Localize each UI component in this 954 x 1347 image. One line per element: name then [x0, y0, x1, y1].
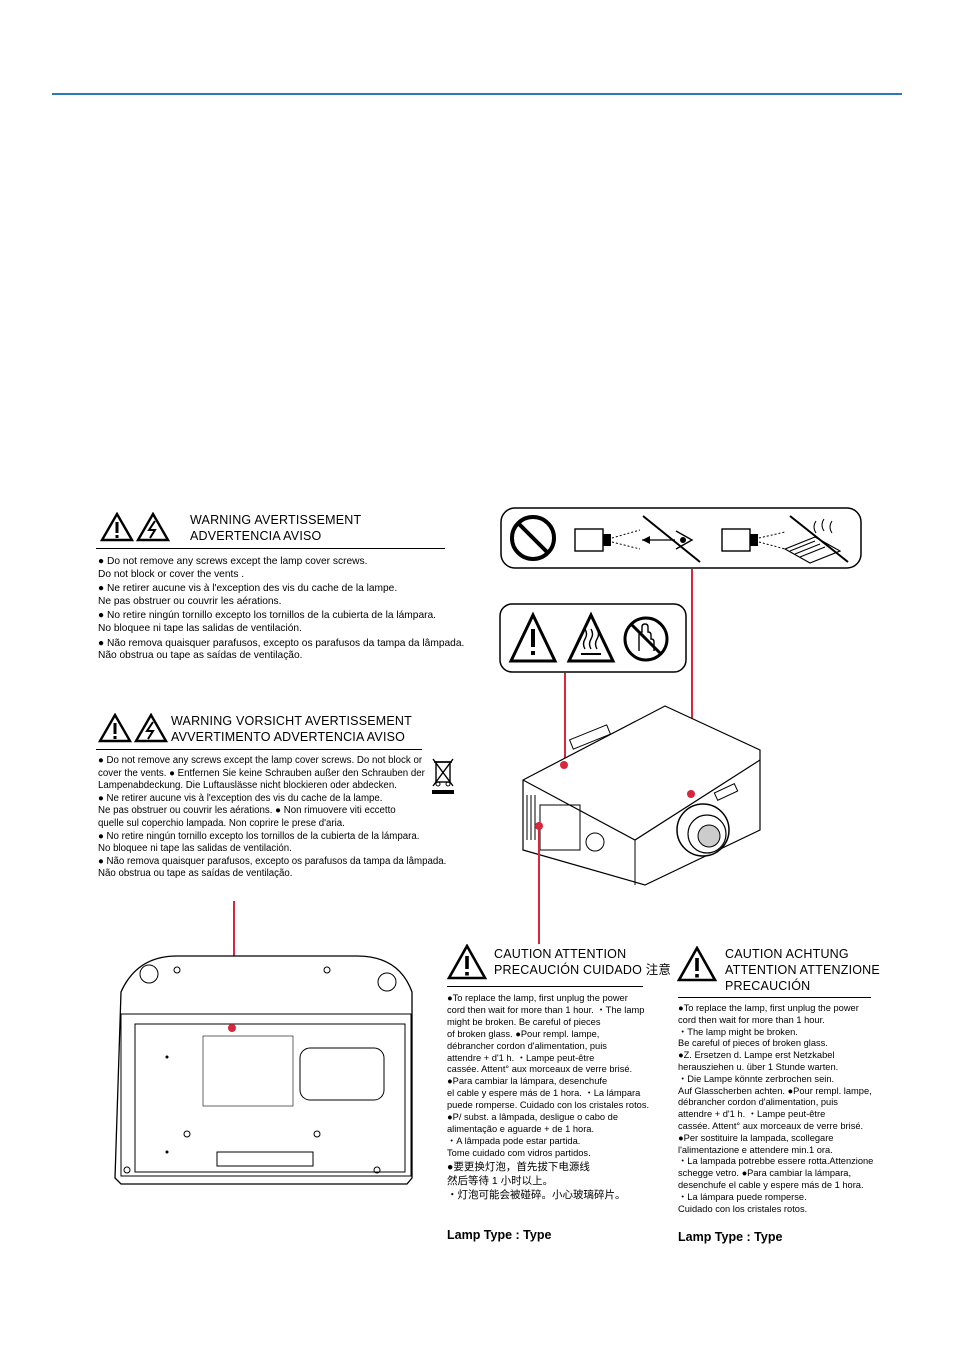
text-line: Ne pas obstruer ou couvrir les aérations… [98, 805, 396, 817]
lamp-type-label: Lamp Type : Type [447, 1228, 552, 1242]
label-1-heading: WARNING AVERTISSEMENT ADVERTENCIA AVISO [190, 512, 361, 544]
text-line: ● Do not remove any screws except the la… [98, 755, 423, 766]
leader-line [691, 569, 693, 795]
heading-line: WARNING VORSICHT AVERTISSEMENT [171, 714, 412, 728]
projector-bottom-view [107, 952, 422, 1192]
prohibition-signs-panel [500, 507, 862, 569]
text-line: cover the vents. ● Entfernen Sie keine S… [98, 767, 425, 779]
text-line: l'alimentazione e attendere min.1 ora. [678, 1144, 833, 1155]
label-4-heading: CAUTION ACHTUNG ATTENTION ATTENZIONE PRE… [725, 946, 880, 994]
electric-shock-icon [134, 713, 168, 743]
no-look-into-lens-icon [574, 515, 701, 563]
text-line: ● Ne retirer aucune vis à l'exception de… [98, 583, 398, 595]
hot-surface-panel [499, 603, 687, 673]
text-line: ●要更换灯泡，首先拔下电源线 [447, 1160, 590, 1173]
heading-line: ADVERTENCIA AVISO [190, 529, 322, 543]
heading-line: CAUTION ATTENTION [494, 947, 627, 961]
text-line: desenchufe el cable y espere más de 1 ho… [678, 1179, 864, 1190]
lamp-type-label: Lamp Type : Type [678, 1230, 783, 1244]
weee-bin-icon [430, 756, 456, 796]
divider [96, 749, 422, 750]
text-line: Ne pas obstruer ou couvrir les aérations… [98, 595, 282, 607]
no-touch-icon [623, 616, 669, 662]
heading-line: WARNING AVERTISSEMENT [190, 513, 362, 527]
text-line: Auf Glasscherben achten. ●Pour rempl. la… [678, 1085, 872, 1096]
text-line: puede romperse. Cuidado con los cristale… [447, 1100, 650, 1111]
label-3-text: ●To replace the lamp, first unplug the p… [447, 993, 649, 1202]
text-line: attendre + d'1 h. ・Lampe peut-être [447, 1052, 595, 1063]
text-line: el cable y espere más de 1 hora. ・La lám… [447, 1088, 641, 1099]
text-line: cord then wait for more than 1 hour. [678, 1014, 825, 1025]
text-line: débrancher cordon d'alimentation, puis [447, 1040, 607, 1051]
text-line: herausziehen u. über 1 Stunde warten. [678, 1061, 839, 1072]
heading-line: PRECAUCIÓN [725, 979, 811, 993]
warning-triangle-icon [447, 944, 487, 980]
leader-line [564, 673, 566, 765]
label-2-heading: WARNING VORSICHT AVERTISSEMENT AVVERTIME… [171, 713, 412, 745]
no-symbol-icon [510, 515, 556, 561]
text-line: Não obstrua ou tape as saídas de ventila… [98, 650, 303, 662]
text-line: Cuidado con los cristales rotos. [678, 1203, 808, 1214]
text-line: ● No retire ningún tornillo excepto los … [98, 830, 420, 842]
text-line: might be broken. Be careful of pieces [447, 1016, 601, 1027]
warning-triangle-icon [508, 611, 558, 663]
text-line: ●To replace the lamp, first unplug the p… [447, 993, 628, 1003]
label-4-text: ●To replace the lamp, first unplug the p… [678, 1003, 873, 1215]
warning-triangle-icon [677, 946, 717, 982]
label-2-text: ● Do not remove any screws except the la… [98, 755, 446, 881]
warning-triangle-icon [100, 512, 134, 542]
text-line: of broken glass. ●Pour rempl. lampe, [447, 1028, 600, 1039]
text-line: ●P/ subst. a lâmpada, desligue o cabo de [447, 1112, 619, 1123]
text-line: alimentação e aguarde + de 1 hora. [447, 1123, 595, 1134]
text-line: ● No retire ningún tornillo excepto los … [98, 610, 436, 622]
text-line: ● Do not remove any screws except the la… [98, 556, 368, 567]
text-line: Tome cuidado com vidros partidos. [447, 1147, 591, 1158]
text-line: débrancher cordon d'alimentation, puis [678, 1097, 838, 1108]
heading-line: PRECAUCIÓN CUIDADO 注意 [494, 963, 672, 977]
hot-surface-icon [566, 611, 616, 663]
text-line: ●To replace the lamp, first unplug the p… [678, 1003, 859, 1013]
text-line: ・灯泡可能会被碰碎。小心玻璃碎片。 [447, 1188, 626, 1201]
text-line: attendre + d'1 h. ・Lampe peut-être [678, 1109, 826, 1120]
divider [447, 986, 643, 987]
text-line: No bloquee ni tape las salidas de ventil… [98, 622, 302, 634]
text-line: ●Per sostituire la lampada, scollegare [678, 1132, 834, 1143]
text-line: ・The lamp might be broken. [678, 1026, 798, 1037]
text-line: 然后等待 1 小时以上。 [447, 1174, 554, 1187]
label-3-heading: CAUTION ATTENTION PRECAUCIÓN CUIDADO 注意 [494, 946, 671, 978]
text-line: quelle sul coperchio lampada. Non coprir… [98, 817, 345, 829]
projector-illustration [515, 700, 775, 890]
text-line: ・Die Lampe könnte zerbrochen sein. [678, 1073, 835, 1084]
no-object-in-front-icon [721, 515, 849, 564]
text-line: Não obstrua ou tape as saídas de ventila… [98, 868, 293, 880]
lens [676, 803, 730, 857]
text-line: cassée. Attent° aux morceaux de verre br… [678, 1120, 864, 1131]
electric-shock-icon [136, 512, 170, 542]
text-line: ● Não remova quaisquer parafusos, except… [98, 637, 465, 649]
text-line: ・La lámpara puede romperse. [678, 1191, 807, 1202]
text-line: ●Z. Ersetzen d. Lampe erst Netzkabel [678, 1050, 835, 1061]
top-rule [52, 93, 902, 95]
heading-line: AVVERTIMENTO ADVERTENCIA AVISO [171, 730, 406, 744]
text-line: cord then wait for more than 1 hour. ・Th… [447, 1004, 645, 1015]
text-line: Do not block or cover the vents . [98, 568, 245, 580]
text-line: ・A lâmpada pode estar partida. [447, 1135, 581, 1146]
text-line: ● Não remova quaisquer parafusos, except… [98, 855, 447, 867]
divider [678, 997, 871, 998]
leader-line [538, 826, 540, 944]
text-line: Be careful of pieces of broken glass. [678, 1038, 828, 1049]
text-line: schegge vetro. ●Para cambiar la lámpara, [678, 1168, 852, 1179]
heading-line: ATTENTION ATTENZIONE [725, 963, 880, 977]
text-line: ● Ne retirer aucune vis à l'exception de… [98, 792, 383, 804]
text-line: ・La lampada potrebbe essere rotta.Attenz… [678, 1156, 874, 1167]
text-line: ●Para cambiar la lámpara, desenchufe [447, 1076, 608, 1087]
text-line: cassée. Attent° aux morceaux de verre br… [447, 1064, 633, 1075]
divider [96, 548, 445, 549]
label-1-text: ● Do not remove any screws except the la… [98, 556, 464, 663]
text-line: No bloquee ni tape las salidas de ventil… [98, 843, 292, 855]
warning-triangle-icon [98, 713, 132, 743]
heading-line: CAUTION ACHTUNG [725, 947, 849, 961]
text-line: Lampenabdeckung. Die Luftauslässe nicht … [98, 780, 397, 792]
